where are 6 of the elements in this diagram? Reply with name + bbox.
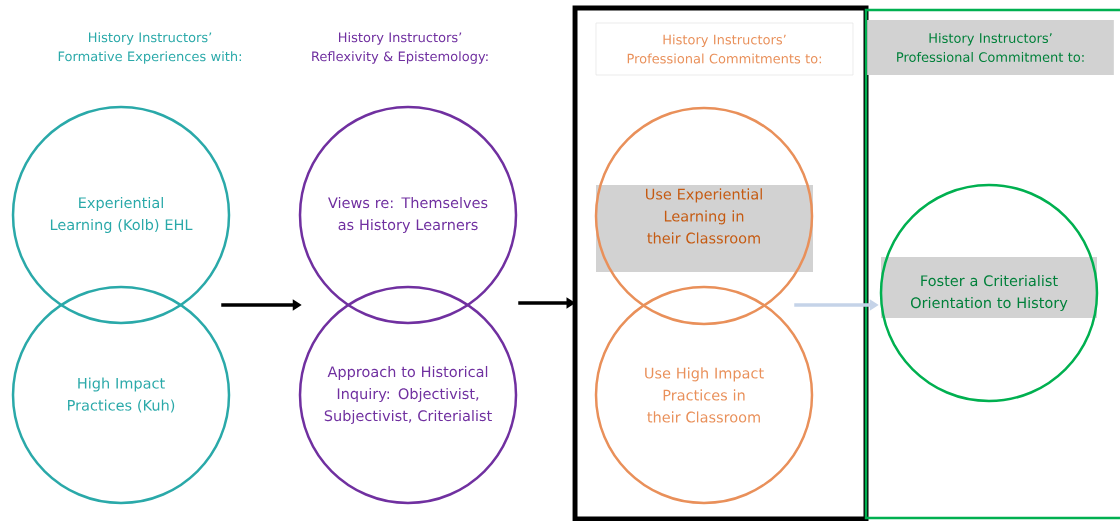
- frame: [864, 8, 1120, 520]
- heading-box: History Instructors’ Professional Commitments to:: [595, 22, 854, 76]
- heading: History Instructors’ Formative Experiences with:: [58, 32, 241, 64]
- shaded-box: History Instructors’ Professional Commitment to:: [867, 20, 1114, 75]
- heading: History Instructors’ Reflexivity & Epistemology:: [312, 32, 488, 64]
- frame: [572, 5, 869, 521]
